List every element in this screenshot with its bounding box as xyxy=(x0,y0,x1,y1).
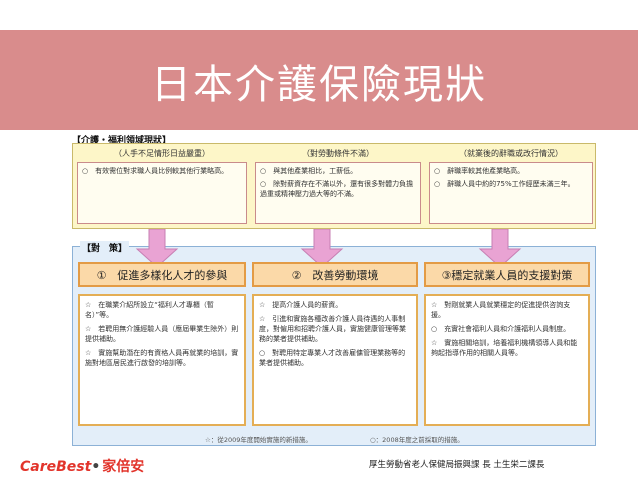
measure-box: ☆ 在職業介紹所設立“福利人才專櫃（暫名）”等。 ☆ 若聘用無介護經驗人員（應屆… xyxy=(78,294,246,426)
current-state-box: ○ 與其他產業相比，工薪低。 ○ 除對薪資存在不滿以外，還有很多對體力負擔過重或… xyxy=(255,162,421,224)
title-banner xyxy=(0,30,638,130)
measure-item: ☆ 引進和實施各種改善介護人員待遇的人事制度，對僱用和招聘介護人員，實施健康管理… xyxy=(259,315,406,343)
slide-title: 日本介護保險現狀 xyxy=(151,62,487,108)
current-state-box: ○ 有效需位對求職人員比例較其他行業略高。 xyxy=(77,162,247,224)
current-state-item: ○ 辭職人員中約的75%工作經歷未滿三年。 xyxy=(434,180,575,188)
current-state-panel: （人手不足情形日益嚴重） ○ 有效需位對求職人員比例較其他行業略高。 （對勞動條… xyxy=(72,143,596,229)
measure-heading: ② 改善勞動環境 xyxy=(252,262,418,287)
down-arrow-icon xyxy=(135,229,179,268)
source-credit: 厚生勞動省老人保健局振興課 長 土生栄二課長 xyxy=(369,460,545,470)
measure-item: ☆ 提高介護人員的薪資。 xyxy=(259,301,343,309)
measure-box: ☆ 對剛就業人員就業穩定的促進提供咨詢支援。 ○ 充實社會福利人員和介護福利人員… xyxy=(424,294,590,426)
logo-dot-icon: • xyxy=(91,459,101,475)
measure-heading: ③穩定就業人員的支援對策 xyxy=(424,262,590,287)
measures-label: 【對 策】 xyxy=(80,241,130,254)
current-state-column-2: （對勞動條件不滿） ○ 與其他產業相比，工薪低。 ○ 除對薪資存在不滿以外，還有… xyxy=(251,144,425,230)
carebest-logo: CareBest•家倍安 xyxy=(20,456,144,476)
measure-item: ☆ 實施幫助潛在的有資格人員再就業的培訓，實施對地區居民進行啟發的培訓等。 xyxy=(85,349,239,367)
current-state-heading: （人手不足情形日益嚴重） xyxy=(114,149,210,158)
current-state-item: ○ 有效需位對求職人員比例較其他行業略高。 xyxy=(82,167,229,175)
measure-box: ☆ 提高介護人員的薪資。 ☆ 引進和實施各種改善介護人員待遇的人事制度，對僱用和… xyxy=(252,294,418,426)
logo-brand-cn: 家倍安 xyxy=(102,459,145,475)
measure-item: ☆ 對剛就業人員就業穩定的促進提供咨詢支援。 xyxy=(431,301,571,319)
measure-heading: ① 促進多樣化人才的參與 xyxy=(78,262,246,287)
down-arrow-icon xyxy=(300,229,344,268)
current-state-box: ○ 辭職率較其他產業略高。 ○ 辭職人員中約的75%工作經歷未滿三年。 xyxy=(429,162,593,224)
measure-item: ○ 對聘用特定專業人才改善雇傭管理業務等的業者提供補助。 xyxy=(259,349,406,367)
down-arrow-icon xyxy=(478,229,522,268)
measure-item: ☆ 在職業介紹所設立“福利人才專櫃（暫名）”等。 xyxy=(85,301,214,319)
current-state-column-1: （人手不足情形日益嚴重） ○ 有效需位對求職人員比例較其他行業略高。 xyxy=(73,144,251,230)
current-state-heading: （就業後的辭職或改行情況） xyxy=(459,149,563,158)
footnote-new-measures: ☆：從2009年度開始實施的新措施。 xyxy=(205,436,312,444)
footnote-previous-measures: ○：2008年度之前採取的措施。 xyxy=(370,436,464,444)
current-state-item: ○ 與其他產業相比，工薪低。 xyxy=(260,167,358,175)
current-state-label: 【介護・福利領域現狀】 xyxy=(72,136,172,146)
current-state-item: ○ 除對薪資存在不滿以外，還有很多對體力負擔過重或精神壓力過大等的不滿。 xyxy=(260,180,414,198)
measure-item: ☆ 實施相關培訓，培養福利機構領導人員和能夠起指導作用的相關人員等。 xyxy=(431,339,578,357)
current-state-column-3: （就業後的辭職或改行情況） ○ 辭職率較其他產業略高。 ○ 辭職人員中約的75%… xyxy=(425,144,597,230)
current-state-item: ○ 辭職率較其他產業略高。 xyxy=(434,167,525,175)
measure-item: ○ 充實社會福利人員和介護福利人員制度。 xyxy=(431,325,571,333)
measure-item: ☆ 若聘用無介護經驗人員（應屆畢業生除外）則提供補助。 xyxy=(85,325,239,343)
logo-brand-en: CareBest xyxy=(20,459,92,475)
current-state-heading: （對勞動條件不滿） xyxy=(302,149,374,158)
